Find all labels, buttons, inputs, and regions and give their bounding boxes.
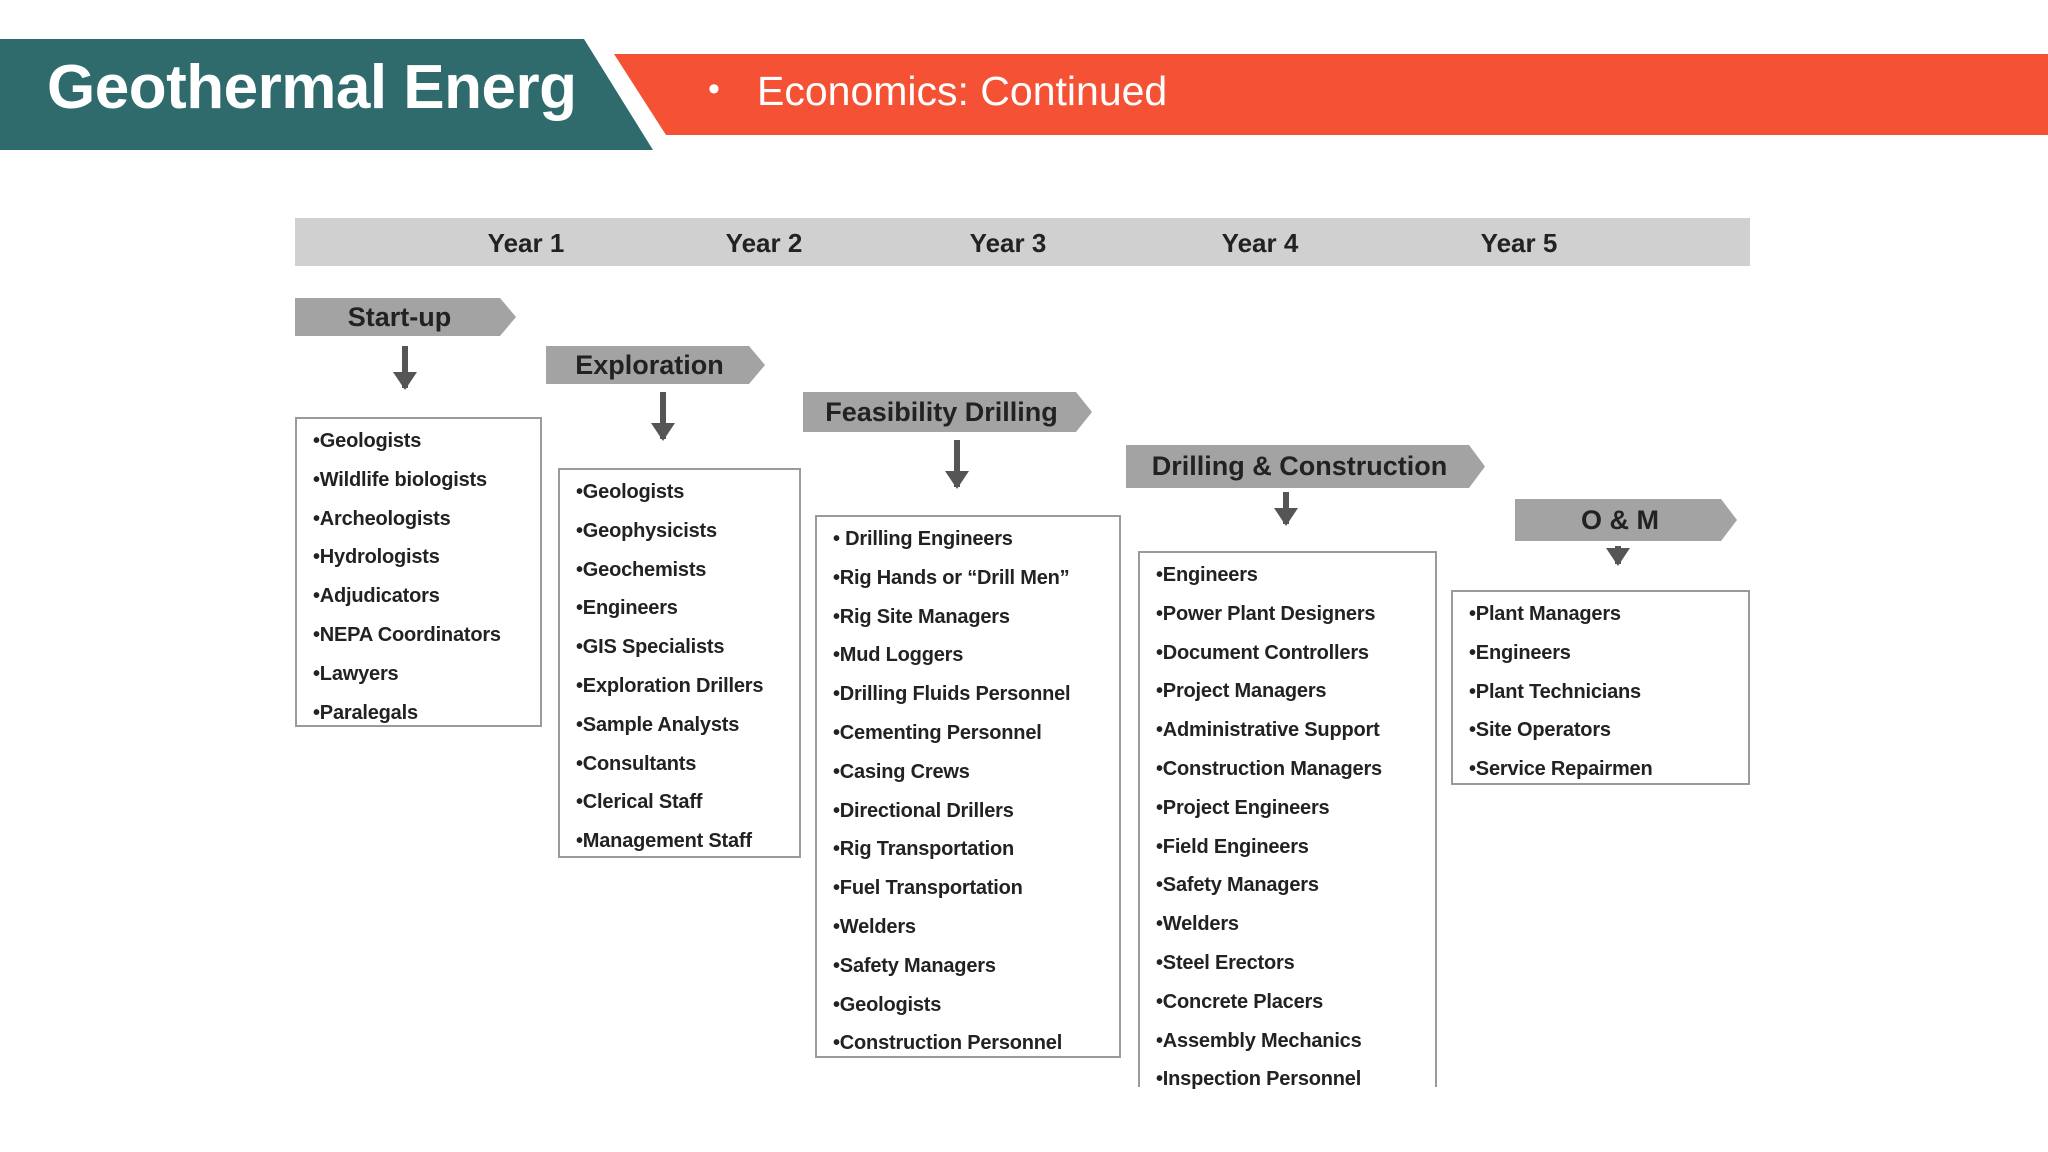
role-item: •Geophysicists — [576, 519, 717, 542]
role-item: •Mud Loggers — [833, 644, 964, 667]
phase-feasibility-drilling: Feasibility Drilling — [803, 392, 1092, 432]
year-label: Year 5 — [1480, 228, 1558, 258]
role-item: •Wildlife biologists — [313, 468, 487, 491]
role-item: •Project Engineers — [1156, 796, 1330, 819]
role-item: •Safety Managers — [833, 954, 996, 977]
role-item: •Engineers — [576, 597, 678, 620]
role-item: •Field Engineers — [1156, 835, 1309, 858]
role-item: •Rig Transportation — [833, 838, 1014, 861]
phase-drilling-construction: Drilling & Construction — [1126, 445, 1485, 488]
phase-startup: Start-up — [295, 298, 516, 336]
role-item: •Steel Erectors — [1156, 951, 1295, 974]
role-item: •Concrete Placers — [1156, 990, 1324, 1013]
role-item: •Geologists — [313, 430, 422, 452]
role-item: • Drilling Engineers — [833, 528, 1013, 550]
role-item: •Assembly Mechanics — [1156, 1029, 1362, 1052]
role-item: •Service Repairmen — [1469, 758, 1653, 781]
role-item: •Rig Hands or “Drill Men” — [833, 566, 1070, 589]
role-item: •Casing Crews — [833, 760, 970, 783]
slide-subtitle: Economics: Continued — [757, 68, 1168, 114]
year-label: Year 4 — [1221, 228, 1299, 258]
role-item: •Administrative Support — [1156, 719, 1380, 742]
roles-list-feasibility-drilling: • Drilling Engineers •Rig Hands or “Drill… — [815, 515, 1121, 1058]
role-item: •Geologists — [576, 481, 685, 503]
role-item: •Plant Technicians — [1469, 680, 1641, 703]
role-item: •Welders — [833, 915, 916, 938]
down-arrow-icon — [651, 392, 675, 441]
role-item: •Cementing Personnel — [833, 721, 1042, 744]
down-arrow-icon — [1274, 492, 1298, 526]
role-item: •Fuel Transportation — [833, 877, 1023, 900]
role-item: •Clerical Staff — [576, 791, 703, 814]
down-arrow-icon — [1606, 546, 1630, 566]
roles-list-operations-maintenance: •Plant Managers •Engineers •Plant Technici… — [1451, 590, 1750, 785]
role-item: •Construction Managers — [1156, 757, 1382, 780]
role-item: •Directional Drillers — [833, 799, 1014, 822]
roles-list-startup: •Geologists •Wildlife biologists •Archeolo… — [295, 417, 542, 727]
subtitle-banner — [614, 54, 2048, 135]
role-item: •Inspection Personnel — [1156, 1068, 1362, 1091]
role-item: •Exploration Drillers — [576, 674, 764, 697]
role-item: •Site Operators — [1469, 719, 1611, 742]
roles-list-drilling-construction: •Engineers •Power Plant Designers •Documen… — [1138, 551, 1437, 1090]
role-item: •Drilling Fluids Personnel — [833, 683, 1071, 706]
role-item: •Construction Personnel — [833, 1032, 1063, 1055]
role-item: •Geochemists — [576, 558, 707, 581]
role-item: •Engineers — [1469, 641, 1571, 664]
role-item: •Safety Managers — [1156, 874, 1319, 897]
down-arrow-icon — [393, 346, 417, 390]
role-item: •Project Managers — [1156, 680, 1327, 703]
role-item: •Engineers — [1156, 564, 1258, 586]
role-item: •Lawyers — [313, 662, 399, 685]
role-item: •Consultants — [576, 752, 697, 775]
role-item: •Document Controllers — [1156, 641, 1369, 664]
title-banner — [0, 39, 653, 150]
phase-exploration: Exploration — [546, 346, 765, 384]
slide-title: Geothermal Energ — [47, 53, 577, 122]
roles-list-exploration: •Geologists •Geophysicists •Geochemists •En… — [558, 468, 801, 858]
year-label: Year 2 — [725, 228, 803, 258]
phase-operations-maintenance: O & M — [1515, 499, 1737, 541]
role-item: •NEPA Coordinators — [313, 623, 501, 646]
role-item: •Geologists — [833, 993, 942, 1016]
year-label: Year 1 — [487, 228, 565, 258]
role-item: •Management Staff — [576, 830, 752, 853]
role-item: •GIS Specialists — [576, 636, 725, 659]
year-timeline-bar — [295, 218, 1750, 266]
role-item: •Sample Analysts — [576, 713, 740, 736]
role-item: •Hydrologists — [313, 546, 440, 569]
role-item: •Adjudicators — [313, 585, 440, 608]
role-item: •Plant Managers — [1469, 603, 1621, 625]
role-item: •Welders — [1156, 913, 1239, 936]
role-item: •Paralegals — [313, 701, 418, 724]
role-item: •Archeologists — [313, 507, 451, 530]
subtitle-bullet: • — [708, 70, 720, 108]
role-item: •Rig Site Managers — [833, 605, 1010, 628]
year-label: Year 3 — [969, 228, 1047, 258]
role-item: •Power Plant Designers — [1156, 602, 1376, 625]
down-arrow-icon — [945, 440, 969, 489]
